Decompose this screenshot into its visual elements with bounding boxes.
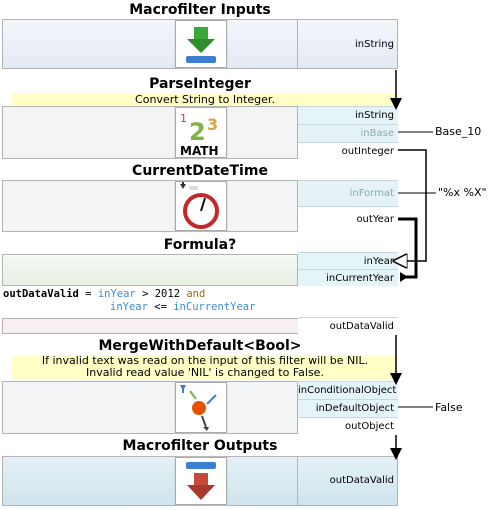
code-keyword-and: and: [186, 288, 206, 300]
wire-outInteger: [398, 149, 427, 261]
external-value-base[interactable]: Base_10: [433, 125, 484, 138]
divider: [297, 180, 298, 232]
port-outYear[interactable]: outYear: [298, 206, 398, 232]
port-inYear[interactable]: inYear: [298, 252, 398, 269]
parse-integer-description: Convert String to Integer.: [12, 93, 398, 106]
formula-code[interactable]: outDataValid = inYear > 2012 and inYear …: [2, 286, 398, 318]
current-date-time-title: CurrentDateTime: [132, 163, 268, 179]
merge-with-default-title: MergeWithDefault<Bool>: [98, 338, 302, 354]
divider: [297, 456, 298, 506]
divider: [297, 19, 298, 69]
port-outDataValid[interactable]: outDataValid: [298, 317, 398, 334]
port-outInteger[interactable]: outInteger: [298, 142, 398, 160]
clock-icon: [175, 181, 227, 231]
output-arrow-icon: [175, 457, 227, 505]
code-var-inYear: inYear: [97, 288, 136, 300]
port-inBase[interactable]: inBase: [298, 124, 398, 142]
formula-code-line-2: inYear <= inCurrentYear: [3, 301, 398, 314]
svg-text:1: 1: [180, 112, 187, 125]
merge-with-default-description: If invalid text was read on the input of…: [12, 355, 398, 380]
port-inDefaultObject[interactable]: inDefaultObject: [298, 399, 398, 417]
port-inString-output[interactable]: inString: [355, 39, 394, 50]
divider: [297, 254, 298, 286]
svg-text:2: 2: [189, 118, 206, 146]
math-icon-label: MATH: [180, 144, 219, 157]
port-inConditionalObject[interactable]: inConditionalObject: [298, 381, 398, 399]
port-inString[interactable]: inString: [298, 106, 398, 124]
code-op: > 2012: [135, 288, 187, 300]
description-line-2: Invalid read value 'NIL' is changed to F…: [86, 366, 324, 379]
external-value-format[interactable]: "%x %X": [436, 186, 489, 199]
merge-icon: [175, 382, 227, 433]
port-inCurrentYear[interactable]: inCurrentYear: [298, 269, 398, 286]
formula-code-line-1: outDataValid = inYear > 2012 and: [3, 288, 398, 301]
port-inFormat[interactable]: inFormat: [298, 180, 398, 206]
code-op: <=: [147, 301, 174, 313]
port-outObject[interactable]: outObject: [298, 417, 398, 435]
code-equals: =: [78, 288, 98, 300]
code-var-inYear: inYear: [110, 301, 148, 313]
svg-text:3: 3: [207, 115, 218, 134]
macro-outputs-title: Macrofilter Outputs: [122, 438, 278, 454]
wire-outYear: [398, 217, 418, 279]
input-arrow-icon: [175, 20, 227, 68]
description-line-1: If invalid text was read on the input of…: [41, 354, 369, 367]
math-icon: 1 2 3 MATH: [175, 107, 227, 158]
code-output-var: outDataValid: [3, 288, 79, 300]
divider: [297, 106, 298, 159]
code-var-inCurrentYear: inCurrentYear: [173, 301, 256, 313]
formula-title: Formula?: [163, 237, 237, 253]
external-value-default[interactable]: False: [433, 401, 465, 414]
port-outDataValid-input[interactable]: outDataValid: [329, 475, 394, 486]
macro-inputs-title: Macrofilter Inputs: [129, 2, 271, 18]
parse-integer-title: ParseInteger: [149, 76, 251, 92]
divider: [297, 381, 298, 434]
